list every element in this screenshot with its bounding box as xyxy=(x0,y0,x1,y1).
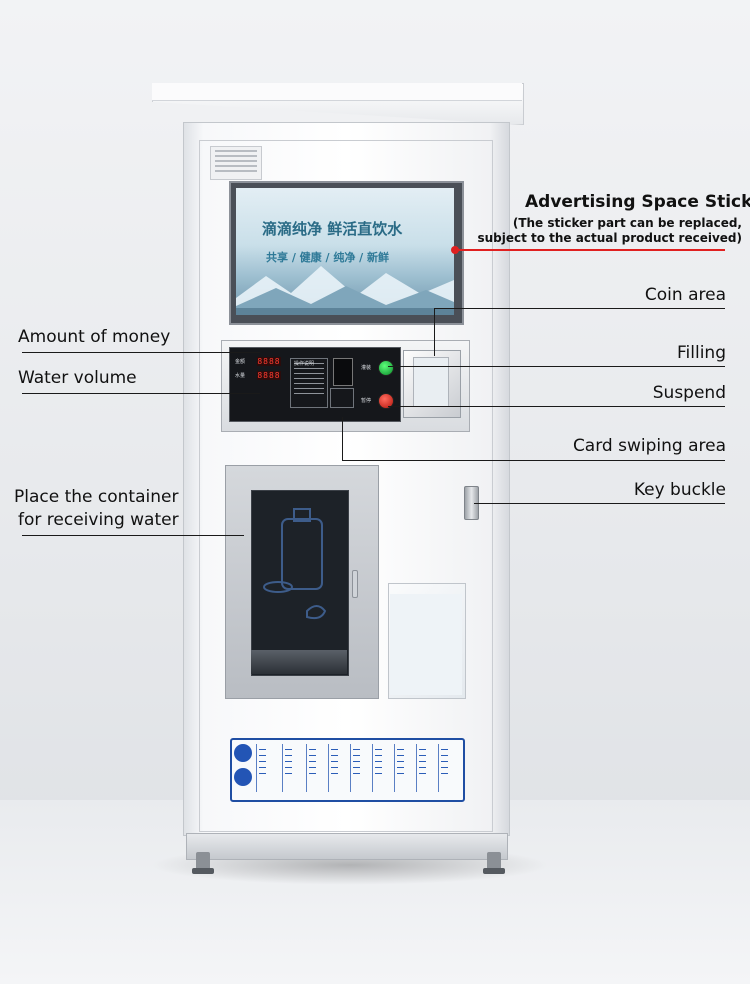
suspend-label: Suspend xyxy=(652,383,726,403)
sticker-column xyxy=(328,744,340,792)
water-volume-label: Water volume xyxy=(18,368,137,388)
water-dispenser-bottom xyxy=(251,650,347,674)
machine-foot-left-pad xyxy=(192,868,214,874)
amount-led: 8888 xyxy=(257,357,281,366)
instructions-title: 操作说明 xyxy=(294,361,315,367)
screen-subline: 共享 / 健康 / 纯净 / 新鲜 xyxy=(266,251,390,264)
container-label-line1: Place the container xyxy=(14,487,179,507)
machine-foot-left xyxy=(196,852,210,870)
card-reader-icon[interactable] xyxy=(330,388,354,408)
key-buckle-label: Key buckle xyxy=(633,480,726,500)
bottle-icon xyxy=(263,508,327,620)
container-label-line2: for receiving water xyxy=(18,510,179,530)
sticker-column xyxy=(350,744,362,792)
sticker-column xyxy=(394,744,406,792)
card-swiping-label: Card swiping area xyxy=(572,436,726,456)
screen-headline: 滴滴纯净 鲜活直饮水 xyxy=(262,220,403,238)
pause-button[interactable] xyxy=(378,393,394,409)
window-handle[interactable] xyxy=(352,570,358,598)
side-window-glass xyxy=(390,594,462,695)
machine-foot-right-pad xyxy=(483,868,505,874)
filling-label: Filling xyxy=(677,343,726,363)
advertising-callout-line xyxy=(455,249,725,251)
sticker-column xyxy=(438,744,450,792)
mountain-graphic xyxy=(236,266,454,315)
bottom-instruction-sticker xyxy=(230,738,465,802)
coin-callout-drop xyxy=(434,308,435,356)
filling-callout-line xyxy=(388,366,725,367)
card-callout-line xyxy=(342,460,725,461)
sticker-column xyxy=(372,744,384,792)
machine-base xyxy=(186,833,508,860)
volume-label: 水量 xyxy=(235,373,246,379)
amount-label: 金额 xyxy=(235,359,246,365)
coin-area-label: Coin area xyxy=(644,285,726,305)
coin-slot[interactable] xyxy=(333,358,353,386)
sticker-column xyxy=(306,744,318,792)
amount-of-money-label: Amount of money xyxy=(18,327,171,347)
fill-button[interactable] xyxy=(378,360,394,376)
sticker-badge-left xyxy=(234,744,252,762)
sticker-column xyxy=(256,744,268,792)
advertising-callout-dot xyxy=(451,246,459,254)
nameplate xyxy=(210,146,262,180)
advertising-sticker: 滴滴纯净 鲜活直饮水 共享 / 健康 / 纯净 / 新鲜 xyxy=(236,188,454,315)
machine-foot-right xyxy=(487,852,501,870)
sticker-badge-left-2 xyxy=(234,768,252,786)
suspend-callout-line xyxy=(388,406,725,407)
fill-button-label: 灌装 xyxy=(361,365,372,371)
machine-door xyxy=(199,140,493,832)
machine-roof-edge xyxy=(152,83,522,101)
coin-callout-line xyxy=(434,308,725,309)
sticker-column xyxy=(282,744,294,792)
key-callout-line xyxy=(474,503,725,504)
volume-led: 8888 xyxy=(257,371,281,380)
volume-callout-line xyxy=(22,393,260,394)
coin-return-tray[interactable] xyxy=(413,357,449,407)
sticker-column xyxy=(416,744,428,792)
water-window[interactable] xyxy=(251,490,349,676)
card-callout-drop xyxy=(342,417,343,461)
advertising-note-2: subject to the actual product received) xyxy=(477,231,742,245)
advertising-note-1: (The sticker part can be replaced, xyxy=(512,216,742,230)
pause-button-label: 暂停 xyxy=(361,398,372,404)
container-callout-line xyxy=(22,535,244,536)
amount-callout-line xyxy=(22,352,260,353)
advertising-label: Advertising Space Stickers xyxy=(525,192,750,212)
instructions-panel xyxy=(290,358,328,408)
